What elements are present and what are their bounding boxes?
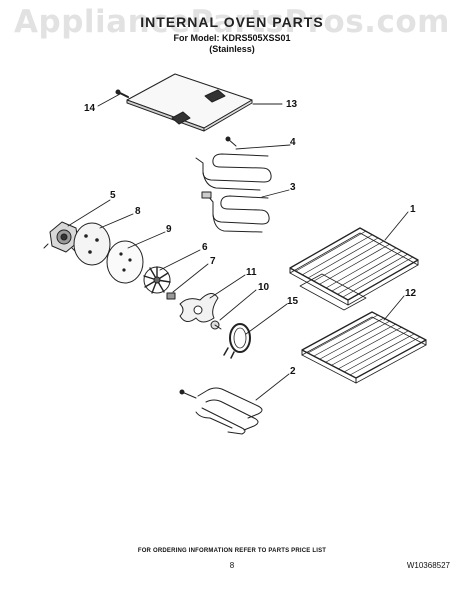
ordering-note: FOR ORDERING INFORMATION REFER TO PARTS …: [137, 548, 327, 554]
callout-15: 15: [287, 296, 299, 307]
part-4-bake-element: [195, 136, 272, 191]
callout-2: 2: [290, 366, 296, 377]
callout-3: 3: [290, 182, 296, 193]
callout-4: 4: [290, 137, 296, 148]
model-line: For Model: KDRS505XSS01: [173, 33, 291, 43]
page-title: INTERNAL OVEN PARTS: [140, 14, 324, 30]
variant-line: (Stainless): [209, 44, 255, 54]
part-7-nut: [166, 292, 176, 300]
callout-12: 12: [405, 288, 417, 299]
part-8-fan-plate: [73, 222, 111, 266]
part-15-convection-element: [223, 323, 251, 359]
callout-1: 1: [410, 204, 416, 215]
part-9-insulation-disc: [106, 240, 144, 284]
leader-lines: [67, 93, 409, 401]
callout-6: 6: [202, 242, 208, 253]
part-13-oven-bottom-panel: [126, 73, 253, 132]
watermark: AppliancePartsPros.com: [14, 4, 450, 40]
callout-5: 5: [110, 190, 116, 201]
callout-14: 14: [84, 103, 96, 114]
part-5-convection-motor: [43, 221, 79, 253]
callout-7: 7: [210, 256, 216, 267]
part-10-screw: [210, 320, 222, 330]
part-12-oven-rack: [301, 311, 427, 384]
part-14-screw: [115, 89, 129, 98]
part-6-fan-blade: [143, 266, 171, 294]
callout-9: 9: [166, 224, 172, 235]
part-2-broil-element: [179, 387, 263, 435]
callout-13: 13: [286, 99, 298, 110]
document-number: W10368527: [406, 561, 450, 570]
part-11-fan-bracket: [179, 293, 219, 323]
part-3-bake-element: [201, 191, 270, 233]
callout-labels: 14 13 4 3 1 5 8 9 6 7 11 10 15 12 2: [84, 99, 417, 377]
callout-11: 11: [246, 267, 257, 278]
callout-8: 8: [135, 206, 141, 217]
page-number: 8: [229, 561, 235, 570]
callout-10: 10: [258, 282, 270, 293]
part-1-oven-rack: [289, 227, 419, 311]
